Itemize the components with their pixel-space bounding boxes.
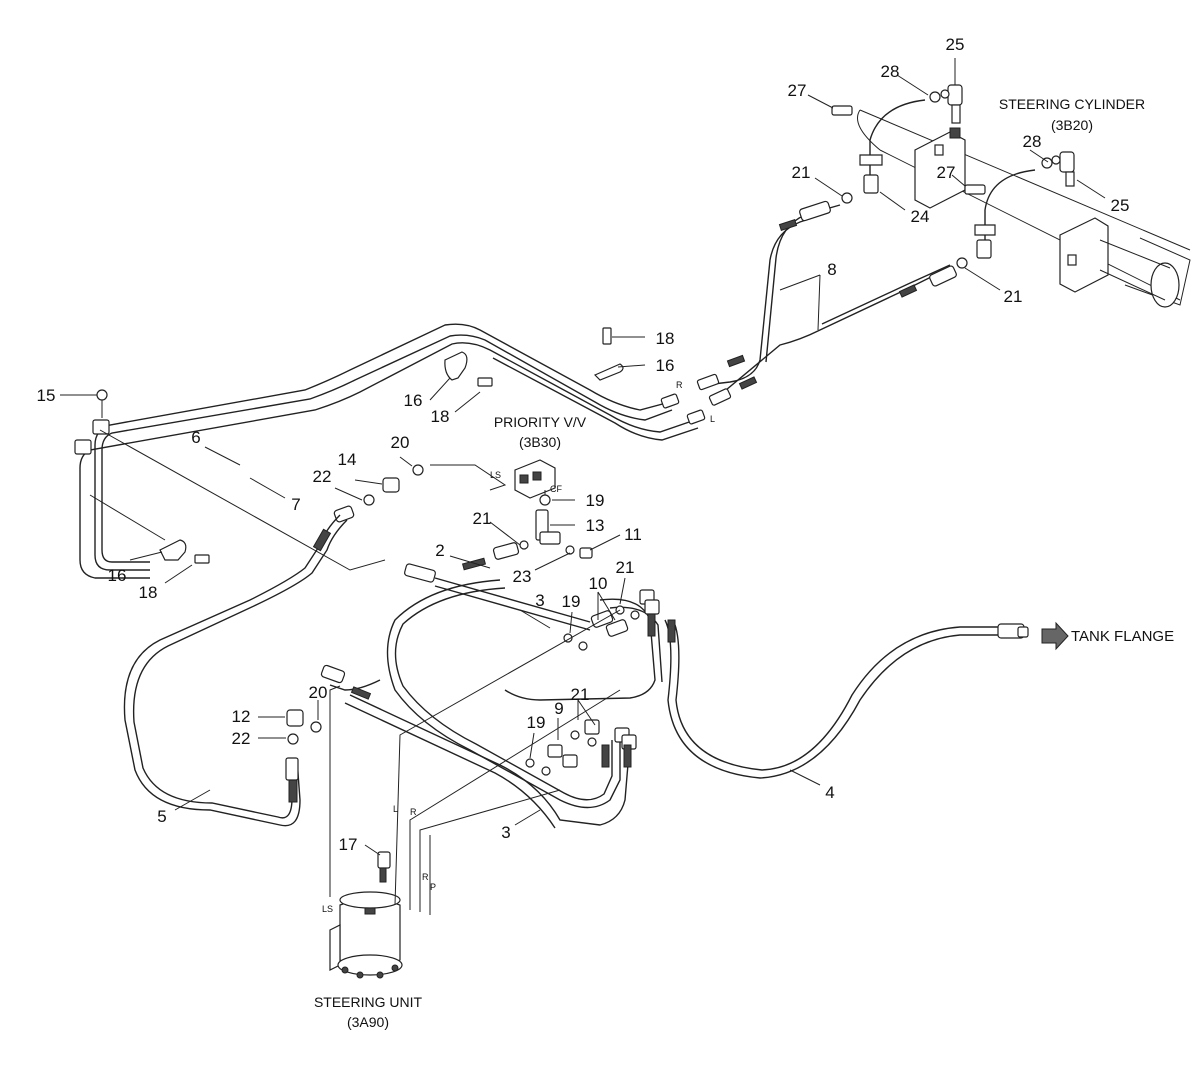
hose-4 [664,619,1029,779]
callout-23: 23 [513,567,532,586]
callout-28-top: 28 [881,62,900,81]
callout-2: 2 [435,541,444,560]
callout-18-top: 18 [656,329,675,348]
port-ls-unit: LS [322,904,333,914]
callout-13: 13 [586,516,605,535]
callout-numbers: 25 28 27 21 24 28 25 27 8 21 18 16 15 6 … [37,35,1130,854]
tee-13-assembly [461,509,593,571]
callout-9: 9 [554,699,563,718]
callout-19-lower: 19 [527,713,546,732]
callout-21-c: 21 [473,509,492,528]
port-ls-priority: LS [490,470,501,480]
callout-19-top: 19 [586,491,605,510]
steering-unit-code: (3A90) [347,1014,389,1030]
steering-cylinder-code: (3B20) [1051,117,1093,133]
callout-21-e: 21 [571,685,590,704]
callout-14: 14 [338,450,357,469]
port-l-unit: L [393,804,398,814]
port-p-unit: P [430,882,436,892]
callout-3-lower: 3 [501,823,510,842]
callout-24: 24 [911,207,930,226]
steering-cylinder [857,109,1191,308]
callout-18-left: 18 [139,583,158,602]
hose-8-pair: R L [676,200,957,424]
callout-11: 11 [624,525,642,544]
port-cf-priority: CF [550,484,562,494]
callout-10: 10 [589,574,608,593]
port-r-unit: R [410,807,417,817]
callout-12: 12 [232,707,251,726]
callout-22-lower: 22 [232,729,251,748]
callout-25-right: 25 [1111,196,1130,215]
priority-valve: LS CF [430,459,562,506]
cylinder-fittings [831,84,1075,269]
right-arrow-icon [1041,621,1069,651]
port-l-upper: L [710,414,715,424]
callout-15: 15 [37,386,56,405]
callout-21-a: 21 [792,163,811,182]
callout-8: 8 [827,260,836,279]
tank-flange-label: TANK FLANGE [1071,628,1174,645]
callout-17: 17 [339,835,358,854]
callout-27-right: 27 [937,163,956,182]
steering-cylinder-name: STEERING CYLINDER [999,96,1145,112]
port-r-unit-lower: R [422,872,429,882]
callout-19-mid: 19 [562,592,581,611]
steering-unit-name: STEERING UNIT [314,994,423,1010]
callout-3-upper: 3 [535,591,544,610]
callout-6: 6 [191,428,200,447]
hoses-3 [320,579,663,829]
callout-16-left: 16 [108,566,127,585]
callout-16-center: 16 [404,391,423,410]
port-r-upper: R [676,380,683,390]
steel-tubes-6-7 [74,323,706,579]
steering-unit: LS L R R P [322,609,621,979]
callout-7: 7 [291,495,300,514]
callout-5: 5 [157,807,166,826]
callout-22-top: 22 [313,467,332,486]
fittings-14-20-22 [333,464,424,523]
callout-4: 4 [825,783,834,802]
callout-21-d: 21 [616,558,635,577]
callout-28-right: 28 [1023,132,1042,151]
callout-18-center: 18 [431,407,450,426]
leader-lines [60,58,1106,856]
hose-5 [123,514,348,827]
callout-25-top: 25 [946,35,965,54]
callout-20-lower: 20 [309,683,328,702]
callout-21-b: 21 [1004,287,1023,306]
callout-27-top: 27 [788,81,807,100]
callout-16-top: 16 [656,356,675,375]
priority-valve-name: PRIORITY V/V [494,414,587,430]
callout-20-top: 20 [391,433,410,452]
priority-valve-code: (3B30) [519,434,561,450]
